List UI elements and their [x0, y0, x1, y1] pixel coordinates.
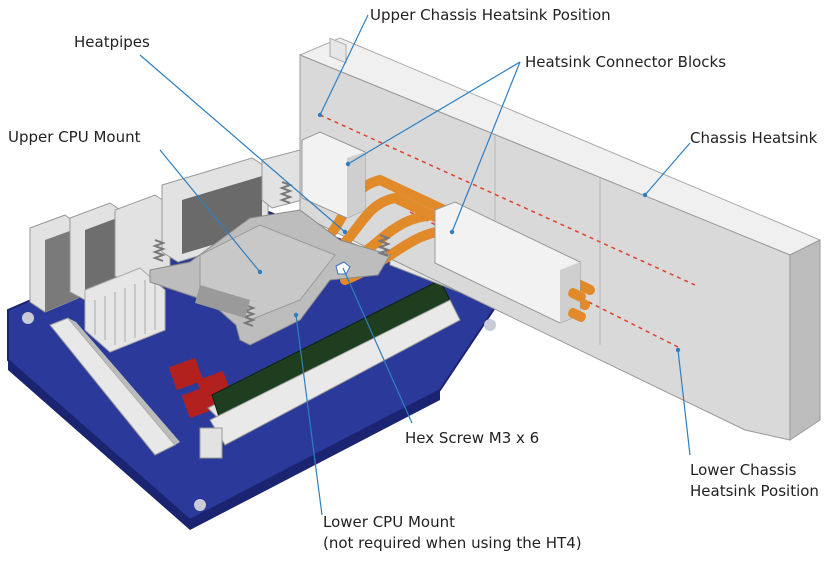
- ram-module: [199, 279, 461, 459]
- leader-lower-chassis-heatsink-position: [677, 349, 691, 456]
- leader-heatpipes: [139, 54, 346, 233]
- label-upper-chassis-heatsink-position: Upper Chassis Heatsink Position: [370, 6, 611, 24]
- lower-connector-block: [434, 201, 586, 324]
- leader-connector-block-lower: [451, 61, 521, 233]
- label-heatpipes: Heatpipes: [74, 33, 150, 51]
- leader-hex-screw: [342, 267, 413, 424]
- leader-lines: [139, 14, 691, 516]
- label-lower-cpu-mount: Lower CPU Mount (not required when using…: [323, 513, 582, 552]
- leader-upper-cpu-mount: [159, 149, 261, 273]
- label-chassis-heatsink: Chassis Heatsink: [690, 129, 818, 147]
- chipset-heatsink: [84, 267, 166, 353]
- label-lower-chassis-heatsink-position: Lower Chassis Heatsink Position: [690, 461, 819, 500]
- pci-slot: [49, 317, 180, 456]
- leader-lower-cpu-mount: [295, 314, 323, 516]
- upper-cpu-mount-shape: [149, 181, 391, 346]
- io-ports: [29, 149, 311, 313]
- leader-chassis-heatsink: [644, 142, 691, 196]
- label-upper-cpu-mount: Upper CPU Mount: [8, 128, 141, 146]
- label-hex-screw: Hex Screw M3 x 6: [405, 429, 540, 447]
- leader-upper-chassis-heatsink-position: [319, 14, 369, 116]
- leader-connector-block-upper: [347, 61, 521, 165]
- label-heatsink-connector-blocks: Heatsink Connector Blocks: [525, 53, 727, 71]
- sata-ports: [168, 357, 232, 419]
- upper-connector-block: [301, 131, 366, 219]
